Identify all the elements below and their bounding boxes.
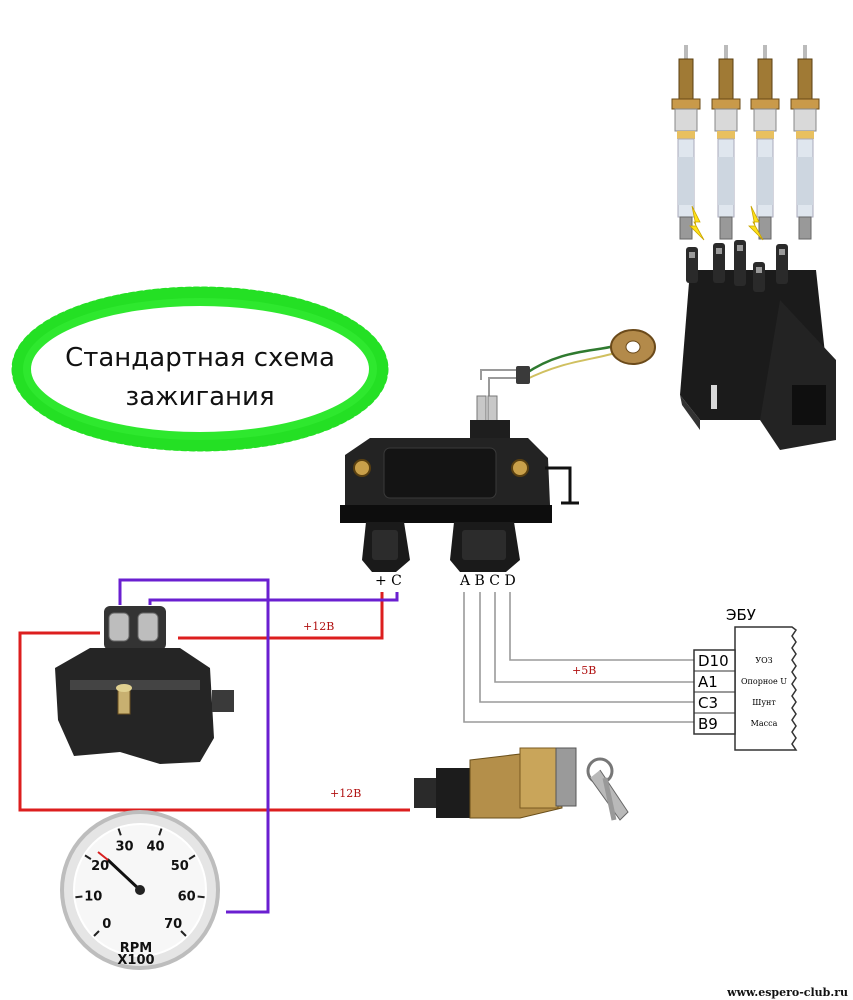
rpm-unit-label: RPM: [120, 941, 152, 956]
purple-wire: [118, 578, 270, 914]
rpm-scale-label: 30: [115, 840, 133, 855]
grey-wire: [479, 592, 694, 703]
rpm-tick: [117, 828, 122, 836]
spark-bolt-icon: [748, 205, 764, 241]
ignition-switch-supply-label: +12В: [330, 787, 361, 800]
ecu-pin-desc: Шунт: [752, 698, 776, 707]
spark-plug: [750, 45, 780, 240]
ecu-label: ЭБУ: [726, 606, 756, 624]
grey-wire: [494, 592, 694, 683]
ignition-coil: [55, 606, 234, 764]
module-left-terminals: + C: [375, 573, 402, 589]
spark-plugs: [671, 45, 820, 240]
ecu-pin-a1: A1: [698, 673, 718, 691]
ignition-module: [340, 395, 579, 572]
rpm-scale-label: 10: [84, 889, 102, 904]
ignition-switch: [414, 747, 629, 821]
tachometer: RPM X100 010 20 30 40 50 60 70: [60, 810, 220, 970]
title-line-2: зажигания: [125, 382, 274, 412]
title-line-1: Стандартная схема: [65, 343, 335, 373]
spark-plug: [671, 45, 701, 240]
rpm-scale-label: 70: [164, 917, 182, 932]
red-wire: [18, 631, 410, 812]
grey-wire: [509, 592, 694, 661]
rpm-tick: [93, 930, 100, 937]
rpm-tick: [197, 895, 205, 899]
ecu-pin-d10: D10: [698, 652, 729, 670]
ecu-pin-desc: Масса: [751, 719, 778, 728]
ecu-pin-desc: УОЗ: [755, 656, 772, 665]
ecu-pin-b9: B9: [698, 715, 718, 733]
rpm-scale-label: 0: [102, 917, 111, 932]
spark-bolt-icon: [689, 205, 705, 241]
rpm-scale-label: 50: [171, 859, 189, 874]
watermark: www.espero-club.ru: [726, 986, 848, 999]
rpm-scale-label: 40: [146, 840, 164, 855]
ecu-pin-c3: C3: [698, 694, 718, 712]
rpm-tick: [75, 895, 83, 899]
ecu-pin-desc: Опорное U: [741, 677, 787, 686]
rpm-tick: [180, 930, 187, 937]
coil-supply-label: +12В: [303, 620, 334, 633]
rpm-scale-label: 60: [178, 889, 196, 904]
spark-plug: [711, 45, 741, 240]
reference-voltage-label: +5В: [572, 664, 596, 677]
spark-plug: [790, 45, 820, 240]
spark-bolt-icons: [689, 205, 764, 241]
module-right-terminals: A B C D: [459, 573, 516, 589]
tachometer-needle: [106, 858, 142, 892]
distributor-cap: [680, 240, 836, 450]
title-badge: Стандартная схема зажигания: [11, 286, 389, 452]
rpm-tick: [158, 828, 163, 836]
wires: [18, 578, 694, 914]
rpm-scale: 010 20 30 40 50 60 70: [75, 828, 205, 937]
pickup-sensor: [480, 329, 656, 400]
purple-wire: [148, 592, 399, 605]
red-wire: [178, 592, 384, 640]
rpm-scale-label: 20: [91, 859, 109, 874]
rpm-tick: [188, 854, 196, 860]
rpm-multiplier-label: X100: [117, 953, 154, 968]
tachometer-needle-tail: [97, 851, 109, 861]
rpm-tick: [84, 854, 92, 860]
grey-wire: [463, 592, 694, 723]
